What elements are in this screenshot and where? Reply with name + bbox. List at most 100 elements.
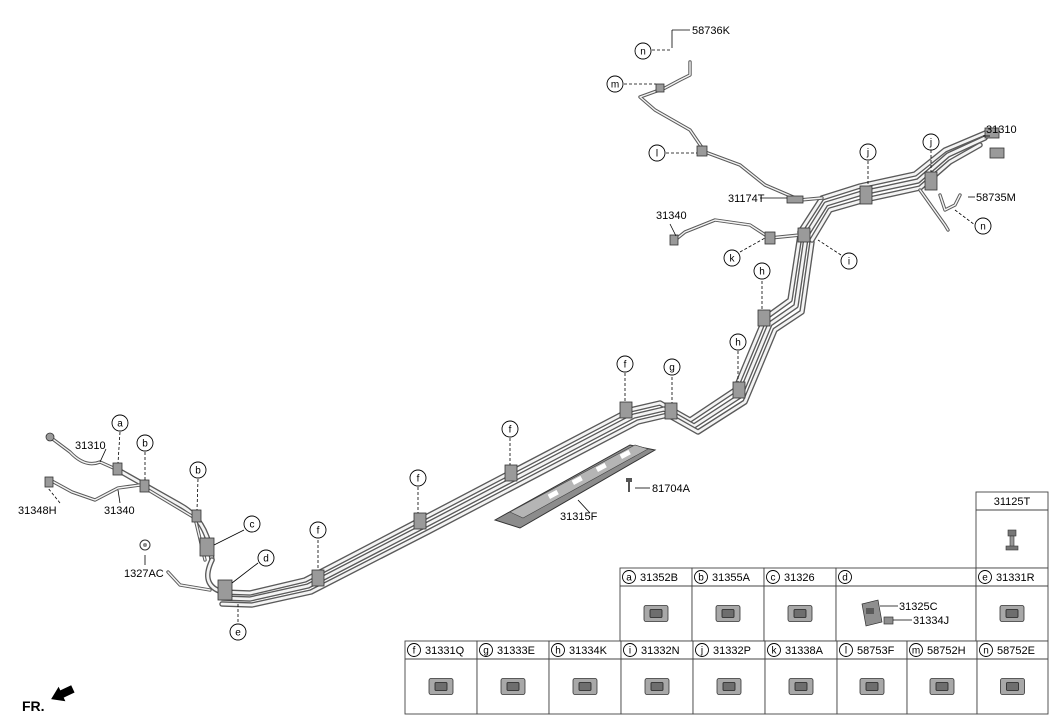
callout-j1: j — [859, 143, 877, 161]
clip-f1 — [311, 569, 325, 587]
svg-text:f: f — [509, 425, 512, 436]
clip-f2 — [413, 512, 427, 530]
clip-f4 — [619, 401, 633, 419]
callout-m: m — [606, 75, 624, 93]
table-callout-c — [766, 570, 780, 584]
label-58736K: 58736K — [692, 25, 731, 37]
callout-a: a — [111, 414, 129, 432]
clip-c — [199, 537, 215, 557]
table-letter-c: c — [771, 573, 776, 584]
svg-text:n: n — [640, 47, 646, 58]
clip-i — [797, 227, 811, 243]
table-part-h: 31334K — [569, 645, 608, 657]
front-arrow-icon — [51, 685, 75, 702]
table-letter-b: b — [698, 573, 704, 584]
clip-31325C-icon — [861, 599, 883, 627]
svg-text:f: f — [624, 360, 627, 371]
label-31174T: 31174T — [728, 193, 765, 205]
table-part-a: 31352B — [640, 572, 678, 584]
connector-31340-right — [669, 234, 679, 246]
table-callout-g — [479, 643, 493, 657]
svg-text:c: c — [250, 520, 255, 531]
label-31310-right: 31310 — [986, 124, 1017, 136]
label-31325C: 31325C — [899, 601, 938, 613]
clip-m — [655, 83, 665, 93]
table-letter-e: e — [982, 573, 988, 584]
upper-right-tubes — [638, 60, 962, 242]
parts-cell-j: j 31332P — [692, 640, 766, 715]
table-part-k: 31338A — [785, 645, 824, 657]
table-callout-e — [978, 570, 992, 584]
clip-k — [764, 231, 776, 245]
clip-b2 — [191, 509, 202, 523]
callout-n-right: n — [974, 217, 992, 235]
main-pipe-bundle — [115, 128, 993, 608]
callout-j2: j — [922, 133, 940, 151]
part-g-icon — [500, 678, 526, 695]
table-part-c: 31326 — [784, 572, 815, 584]
front-direction-indicator: FR. — [22, 685, 75, 714]
clip-b1 — [139, 479, 150, 493]
fuel-tube-protector-31315F — [493, 444, 657, 529]
part-labels: 58736K 31310 58735M 31174T 31340 81704A … — [18, 25, 1017, 580]
table-part-j: 31332P — [713, 645, 751, 657]
table-part-i: 31332N — [641, 645, 680, 657]
callout-d: d — [257, 549, 275, 567]
table-letter-j: j — [700, 646, 703, 657]
svg-text:d: d — [263, 554, 269, 565]
svg-text:j: j — [929, 138, 932, 149]
table-part-m: 58752H — [927, 645, 966, 657]
callout-h1: h — [753, 262, 771, 280]
label-31310-left: 31310 — [75, 440, 106, 452]
table-letter-g: g — [483, 646, 489, 657]
part-c-icon — [787, 605, 813, 622]
svg-text:g: g — [669, 363, 675, 374]
label-31340-left: 31340 — [104, 505, 135, 517]
table-callout-n — [979, 643, 993, 657]
part-n-icon — [1000, 678, 1025, 695]
callouts: n m l j j n i k h h g f f f f a b b c d … — [111, 42, 992, 641]
svg-text:f: f — [417, 474, 420, 485]
svg-text:e: e — [235, 628, 241, 639]
part-a-icon — [643, 605, 669, 622]
table-part-g: 31333E — [497, 645, 535, 657]
part-j-icon — [716, 678, 742, 695]
table-part-f: 31331Q — [425, 645, 465, 657]
callout-b1: b — [136, 434, 154, 452]
table-letter-d: d — [842, 573, 848, 584]
callout-c: c — [243, 515, 261, 533]
callout-n-top: n — [634, 42, 652, 60]
clip-31125T-icon — [1005, 529, 1019, 551]
clip-l — [696, 145, 708, 157]
label-81704A: 81704A — [652, 483, 691, 495]
table-callout-b — [694, 570, 708, 584]
table-letter-m: m — [912, 646, 920, 657]
svg-text:b: b — [195, 466, 201, 477]
callout-f1: f — [616, 355, 634, 373]
callout-h2: h — [729, 333, 747, 351]
table-letter-l: l — [845, 646, 847, 657]
clip-j2 — [924, 171, 938, 191]
clip-h1 — [732, 381, 746, 399]
svg-text:l: l — [656, 149, 658, 160]
clip-j1 — [859, 185, 873, 205]
part-f-icon — [428, 678, 454, 695]
part-e-icon — [999, 605, 1025, 622]
part-k-icon — [788, 678, 814, 695]
svg-text:k: k — [730, 254, 736, 265]
label-31340-right: 31340 — [656, 210, 687, 222]
clip-g — [664, 402, 678, 420]
svg-text:a: a — [117, 419, 123, 430]
table-callout-a — [622, 570, 636, 584]
table-part-n: 58752E — [997, 645, 1035, 657]
callout-b2: b — [189, 461, 207, 479]
callout-l: l — [648, 144, 666, 162]
